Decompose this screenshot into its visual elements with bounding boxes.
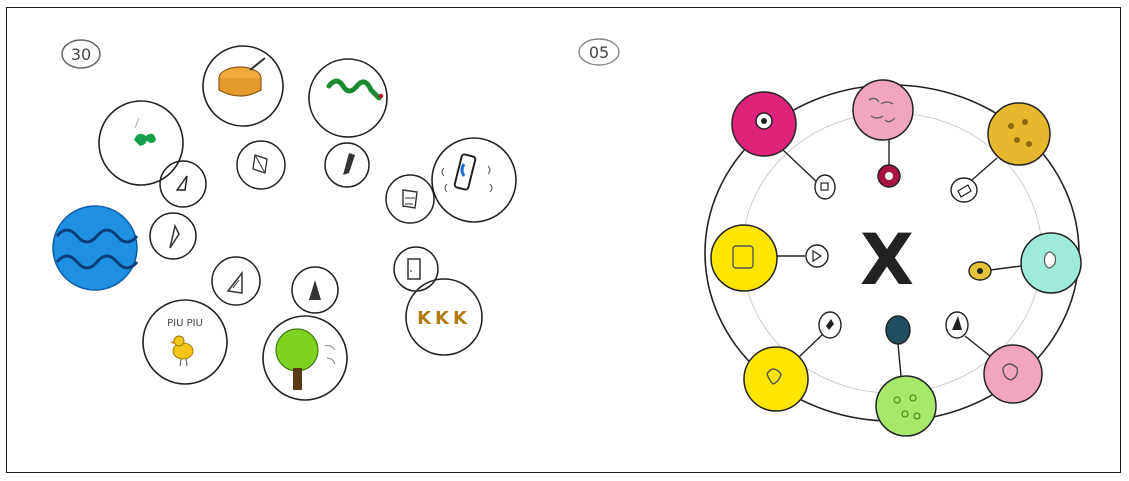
left-sketch-drawing: 30 [7, 8, 567, 473]
duck-caption: PIU PIU [167, 318, 203, 329]
pink-circle-bottom [946, 312, 1042, 403]
door-icon [408, 259, 420, 279]
lime-circle [876, 344, 936, 436]
page-number-left: 30 [71, 45, 91, 64]
yellow-circle-left [711, 225, 828, 291]
globe-icon [53, 206, 137, 290]
bell-icon [1045, 252, 1056, 268]
snake-icon [329, 81, 379, 98]
phone-icon [454, 154, 476, 190]
duck-circle: PIU PIU [143, 300, 227, 384]
center-x-symbol: X [860, 219, 914, 301]
right-sketch-panel: 05 X [567, 8, 1121, 473]
teal-dot [886, 316, 910, 344]
gold-circle [951, 103, 1050, 202]
phone-circle [432, 138, 516, 222]
right-sketch-drawing: 05 X [567, 8, 1121, 473]
tree-icon [276, 329, 318, 371]
snake-circle [309, 59, 387, 137]
knife-circle [150, 213, 196, 259]
yellow-circle-bottom [744, 312, 841, 411]
left-sketch-panel: 30 [7, 8, 567, 473]
globe-circle [53, 206, 137, 290]
drum-circle [203, 46, 283, 126]
leaf-icon [134, 134, 147, 146]
page-number-right: 05 [589, 43, 609, 62]
filled-triangle-circle [292, 267, 338, 313]
triangle-outline-icon [228, 273, 242, 293]
triangle-circle-1 [160, 161, 206, 207]
leaf-circle [99, 101, 183, 185]
knife-icon [170, 226, 179, 248]
triangle-icon [177, 176, 187, 190]
kkk-circle: KKK [406, 279, 482, 355]
door-circle [394, 247, 438, 291]
bolt-icon [343, 153, 355, 175]
tree-circle [263, 316, 347, 400]
bolt-circle [325, 143, 369, 187]
pink-circle [853, 80, 913, 187]
magenta-circle [732, 92, 835, 199]
diamond-icon [403, 190, 417, 208]
diamond-circle [386, 175, 434, 223]
triangle-circle-2 [212, 257, 260, 305]
image-frame: 30 [6, 7, 1121, 473]
filled-triangle-icon [309, 280, 321, 300]
square-circle [237, 141, 285, 189]
mint-circle [969, 233, 1081, 293]
kkk-label: KKK [417, 308, 471, 329]
